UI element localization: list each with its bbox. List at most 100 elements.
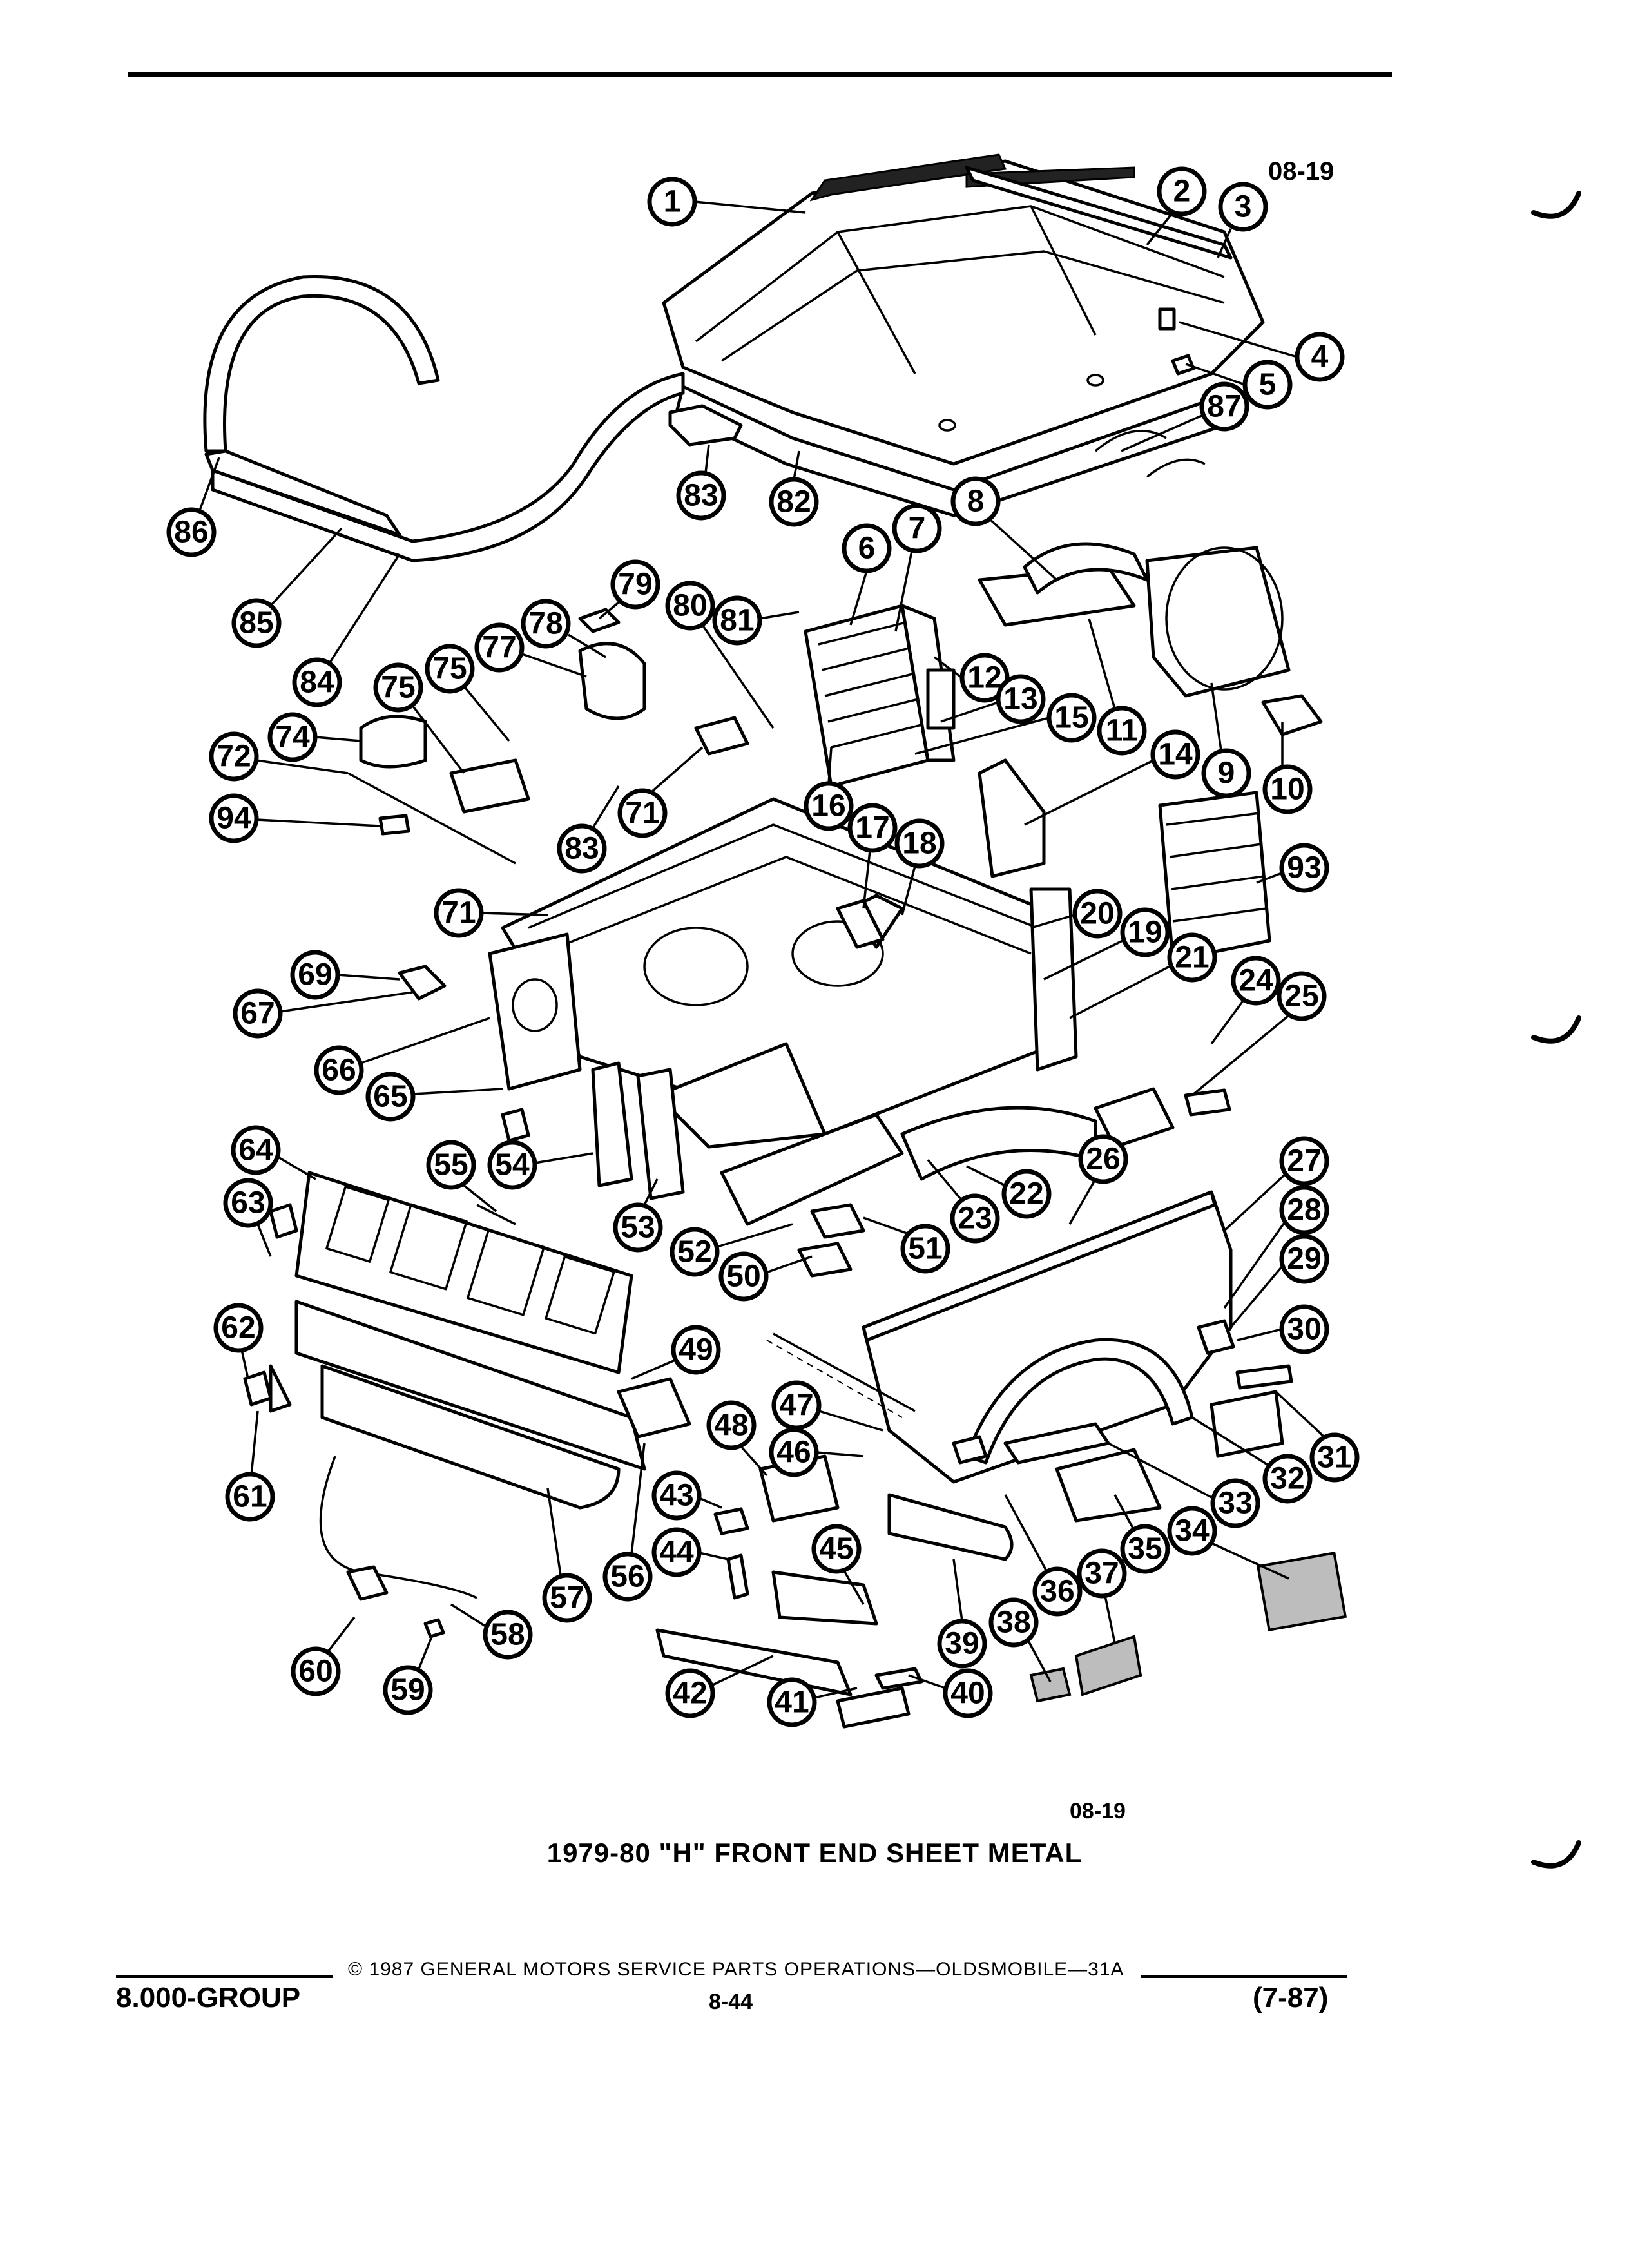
svg-text:14: 14	[1158, 738, 1193, 772]
svg-text:30: 30	[1287, 1312, 1321, 1347]
svg-text:87: 87	[1207, 390, 1241, 424]
callout-10: 10	[1262, 722, 1313, 814]
svg-text:11: 11	[1106, 714, 1139, 748]
callout-75-a: 75	[373, 662, 465, 774]
svg-text:24: 24	[1239, 964, 1273, 998]
callout-18: 18	[894, 818, 945, 916]
svg-text:93: 93	[1287, 851, 1321, 885]
svg-text:61: 61	[233, 1480, 267, 1514]
callout-69: 69	[290, 950, 400, 1000]
svg-text:46: 46	[776, 1436, 811, 1470]
callout-labels: 1 2 3 4 5 6 7 8 9 10 11 12 13 14 15 16 1…	[166, 166, 1360, 1727]
svg-text:60: 60	[298, 1655, 333, 1689]
svg-text:57: 57	[550, 1581, 584, 1615]
callout-38: 38	[988, 1597, 1052, 1682]
callout-22: 22	[966, 1165, 1052, 1219]
svg-text:25: 25	[1284, 979, 1318, 1014]
svg-text:10: 10	[1270, 773, 1304, 807]
svg-text:53: 53	[621, 1211, 655, 1245]
svg-text:82: 82	[776, 485, 811, 519]
svg-text:71: 71	[441, 896, 476, 930]
svg-text:33: 33	[1218, 1486, 1252, 1521]
svg-text:28: 28	[1287, 1193, 1321, 1227]
callout-71-a: 71	[434, 888, 548, 938]
figure-code-top: 08-19	[1268, 157, 1335, 186]
svg-text:50: 50	[726, 1260, 760, 1294]
page-number: 8-44	[709, 1990, 753, 2014]
callout-37: 37	[1077, 1548, 1127, 1644]
svg-text:3: 3	[1235, 190, 1252, 224]
callout-61: 61	[225, 1410, 275, 1522]
callout-50: 50	[718, 1251, 813, 1302]
callout-62: 62	[213, 1303, 264, 1379]
callout-59: 59	[383, 1636, 433, 1715]
callout-93: 93	[1256, 843, 1329, 893]
callout-67: 67	[233, 988, 413, 1039]
callout-75-b: 75	[425, 644, 510, 742]
svg-text:39: 39	[945, 1627, 979, 1661]
margin-mark	[1531, 1840, 1581, 1869]
callout-33: 33	[1108, 1442, 1260, 1528]
svg-text:22: 22	[1009, 1177, 1043, 1211]
figure-code-bottom: 08-19	[1070, 1799, 1126, 1823]
callout-11: 11	[1088, 618, 1147, 756]
callout-81: 81	[712, 595, 800, 646]
group-number: 8.000-GROUP	[116, 1982, 301, 2013]
callout-36: 36	[1004, 1494, 1083, 1617]
footer-rule-left	[116, 1975, 333, 1978]
callout-34: 34	[1167, 1506, 1289, 1580]
svg-text:6: 6	[858, 532, 876, 566]
callout-45: 45	[811, 1524, 865, 1605]
svg-text:83: 83	[684, 479, 718, 513]
callout-19: 19	[1043, 907, 1170, 981]
svg-text:83: 83	[564, 832, 599, 866]
copyright-notice: © 1987 GENERAL MOTORS SERVICE PARTS OPER…	[348, 1959, 1124, 1980]
svg-text:32: 32	[1270, 1462, 1304, 1496]
callout-32: 32	[1191, 1416, 1313, 1504]
callout-47: 47	[771, 1380, 883, 1432]
svg-text:62: 62	[221, 1311, 255, 1345]
svg-text:58: 58	[490, 1618, 525, 1652]
svg-text:66: 66	[322, 1053, 356, 1088]
callout-71-b: 71	[617, 746, 704, 838]
svg-text:31: 31	[1317, 1441, 1351, 1475]
svg-text:23: 23	[958, 1202, 992, 1236]
svg-text:84: 84	[300, 666, 334, 700]
svg-text:65: 65	[373, 1080, 407, 1114]
svg-text:94: 94	[217, 802, 251, 836]
construction-line	[766, 1340, 903, 1418]
svg-text:72: 72	[217, 740, 251, 774]
svg-text:8: 8	[967, 485, 985, 519]
callout-3: 3	[1217, 182, 1268, 258]
svg-text:9: 9	[1218, 756, 1235, 791]
svg-text:71: 71	[625, 796, 659, 831]
svg-text:52: 52	[677, 1235, 711, 1269]
svg-text:77: 77	[482, 631, 516, 665]
callout-29: 29	[1229, 1234, 1329, 1329]
callout-6: 6	[842, 523, 892, 626]
callout-12: 12	[933, 653, 1010, 703]
callout-77: 77	[474, 622, 587, 678]
callout-43: 43	[651, 1470, 722, 1521]
callout-58: 58	[450, 1603, 533, 1660]
svg-text:16: 16	[811, 789, 845, 823]
svg-text:74: 74	[275, 720, 310, 754]
svg-text:26: 26	[1086, 1142, 1120, 1177]
callout-84: 84	[292, 553, 401, 707]
callout-82: 82	[769, 450, 819, 527]
callout-2: 2	[1146, 166, 1207, 246]
svg-text:56: 56	[610, 1560, 644, 1594]
svg-text:5: 5	[1259, 368, 1277, 402]
svg-text:19: 19	[1128, 916, 1162, 950]
svg-text:27: 27	[1287, 1144, 1321, 1178]
svg-text:67: 67	[240, 997, 275, 1031]
front-end-assembly-illustration	[347, 608, 1231, 1226]
callout-53: 53	[613, 1178, 663, 1253]
svg-text:36: 36	[1040, 1575, 1074, 1609]
callout-86: 86	[166, 457, 220, 557]
callout-15: 15	[914, 693, 1097, 755]
svg-text:59: 59	[390, 1673, 425, 1707]
svg-text:20: 20	[1080, 897, 1114, 931]
